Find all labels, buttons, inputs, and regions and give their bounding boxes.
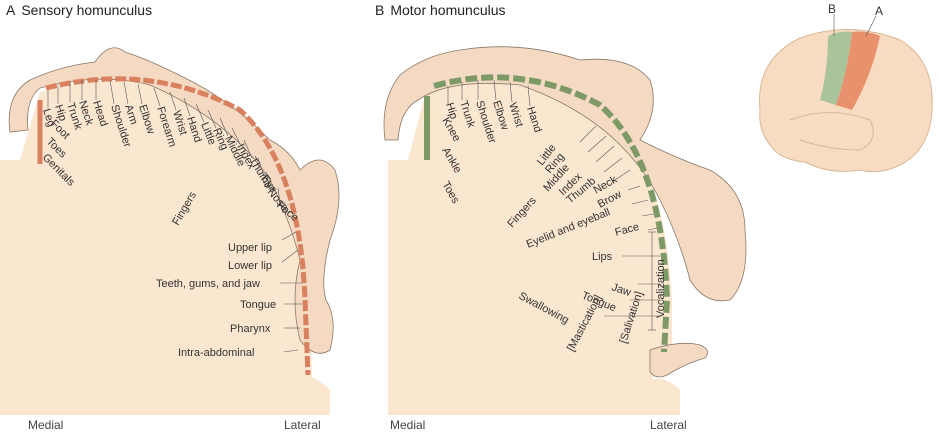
sensory-diagram: Leg Hip Trunk Neck Head Shoulder Arm Elb… [0,47,340,415]
motor-cortex-tissue [388,80,672,390]
brain-temporal-fold [789,112,874,151]
motor-medial-label: Medial [390,418,426,432]
sensory-label-pharynx: Pharynx [230,323,271,335]
motor-jaw-figure [649,342,708,378]
sensory-label-lower-lip: Lower lip [228,260,272,272]
sensory-label-intra-abdominal: Intra-abdominal [178,347,254,359]
motor-lateral-label: Lateral [650,418,687,432]
sensory-panel-title: A Sensory homunculus [6,2,152,18]
brain-label-a-leader [865,15,877,37]
sensory-label-leg: Leg [40,107,57,128]
sensory-segment-arc [45,76,311,376]
sensory-label-teeth-gums-jaw: Teeth, gums, and jaw [156,278,260,290]
motor-body-figure [383,46,747,302]
brain-sensory-strip [836,31,880,110]
motor-cortex-lower [388,378,680,415]
motor-panel-title: B Motor homunculus [375,2,506,18]
sensory-cortex-tissue [0,80,312,378]
brain-label-a: A [875,4,883,18]
sensory-segments [37,76,311,376]
motor-diagram: Hip Knee Ankle Toes Trunk Shoulder Elbow… [383,46,747,415]
brain-motor-strip [820,31,852,105]
motor-label-jaw: Jaw [610,281,632,298]
sensory-panel-letter: A [6,2,16,18]
motor-leader-lines [447,79,662,331]
motor-panel-letter: B [375,2,385,18]
sensory-label-arm: Arm [122,103,140,126]
brain-inset: B A [759,2,933,173]
motor-label-vocalization: Vocalization [655,259,667,318]
sensory-label-upper-lip: Upper lip [228,242,272,254]
brain-label-b: B [828,2,836,16]
motor-label-lips: Lips [592,251,613,263]
sensory-label-tongue: Tongue [240,299,276,311]
motor-panel-title-text: Motor homunculus [390,2,506,18]
sensory-cortex-lower [0,371,330,415]
sensory-medial-label: Medial [28,418,64,432]
sensory-label-hip: Hip [52,103,69,122]
motor-segment-arc [433,74,671,353]
motor-segments [424,74,671,353]
sensory-panel-title-text: Sensory homunculus [21,2,153,18]
motor-label-hip: Hip [443,101,460,120]
sensory-leader-lines [47,79,302,353]
sensory-lateral-label: Lateral [284,418,321,432]
